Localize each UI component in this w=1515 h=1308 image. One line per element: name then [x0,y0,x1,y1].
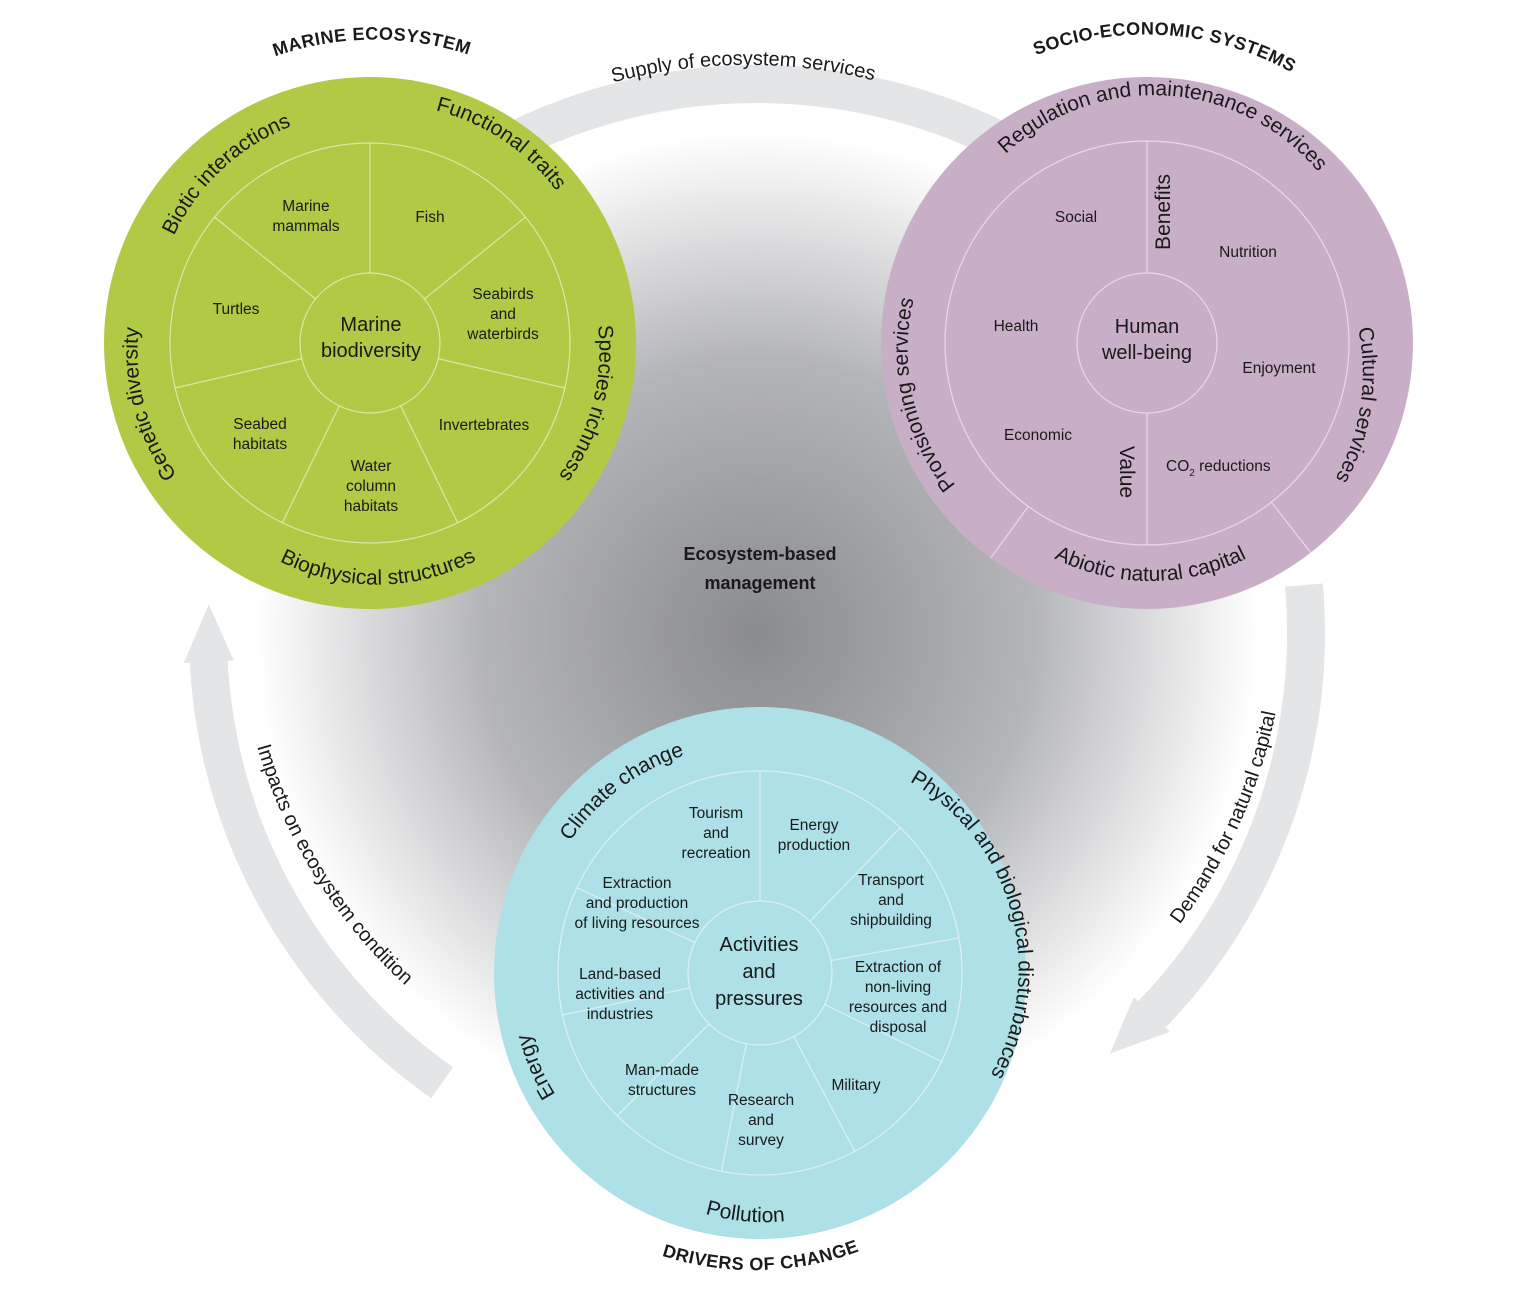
marine-center-line-1: Marine [340,314,401,336]
socio-center-line-2: well-being [1101,342,1192,364]
sector-manmade-2: structures [628,1082,696,1099]
sector-tourism-2: and [703,825,729,842]
drivers-divider-4 [793,1036,856,1152]
drivers-divider-5 [720,1043,747,1172]
sector-seabirds-2: and [490,306,516,323]
demand-arrow-band [1109,583,1325,1054]
marine-ecosystem-wheel: MARINE ECOSYSTEM Biotic interactions Fun… [104,24,636,609]
socio-center-line-1: Human [1115,316,1179,338]
sector-enjoyment: Enjoyment [1242,360,1316,377]
sector-marine-mammals-2: mammals [272,218,339,235]
drivers-divider-3 [824,1004,942,1063]
drivers-divider-6 [616,1023,710,1117]
sector-extraction-living-2: and production [586,895,689,912]
sector-water-column-3: habitats [344,498,399,515]
socio-heading: SOCIO-ECONOMIC SYSTEMS [1030,19,1299,77]
marine-divider-6 [214,216,316,300]
sector-social: Social [1055,209,1097,226]
marine-divider-1 [424,216,526,300]
sector-research-1: Research [728,1092,794,1109]
sector-seabed-2: habitats [233,436,288,453]
sector-tourism-1: Tourism [689,805,743,822]
drivers-divider-7 [562,987,690,1016]
impacts-arrow-band [183,604,454,1099]
sector-extraction-living-3: of living resources [575,915,700,932]
sector-extraction-nonliving-3: resources and [849,999,947,1016]
sector-seabirds-3: waterbirds [466,326,539,343]
arrow-bands [183,65,1325,1099]
sector-extraction-nonliving-1: Extraction of [855,959,942,976]
sector-co2-reductions: CO2 reductions [1166,458,1271,479]
sector-research-3: survey [738,1132,784,1149]
sector-extraction-nonliving-4: disposal [870,1019,927,1036]
sector-landbased-2: activities and [575,986,665,1003]
sector-water-column-1: Water [351,458,392,475]
marine-divider-5 [174,358,302,389]
sector-tourism-3: recreation [682,845,751,862]
drivers-divider-8 [576,887,695,944]
sector-fish: Fish [415,209,444,226]
sector-transport-1: Transport [858,872,924,889]
sector-energy-production-2: production [778,837,850,854]
socio-disc [881,77,1413,609]
sector-water-column-2: column [346,478,396,495]
socio-ring-divider-right [1270,501,1312,553]
divider-label-value: Value [1115,446,1138,498]
sector-health: Health [994,318,1039,335]
drivers-of-change-wheel: DRIVERS OF CHANGE Climate change Physica… [494,707,1037,1274]
sector-landbased-1: Land-based [579,966,661,983]
drivers-center-line-2: and [742,961,775,983]
marine-divider-3 [400,405,459,524]
marine-heading: MARINE ECOSYSTEM [270,24,473,61]
socio-ring-divider-left [990,506,1029,559]
sector-invertebrates: Invertebrates [439,417,530,434]
sector-landbased-3: industries [587,1006,654,1023]
center-title-line-2: management [704,573,815,593]
sector-seabirds-1: Seabirds [472,286,533,303]
sector-transport-2: and [878,892,904,909]
drivers-center-line-3: pressures [715,988,803,1010]
sector-energy-production-1: Energy [789,817,838,834]
sector-turtles: Turtles [213,301,260,318]
sector-extraction-nonliving-2: non-living [865,979,931,996]
sector-seabed-1: Seabed [233,416,286,433]
drivers-center-line-1: Activities [720,934,799,956]
marine-divider-2 [438,358,566,389]
divider-label-benefits: Benefits [1152,174,1175,250]
sector-military: Military [831,1077,880,1094]
marine-disc [104,77,636,609]
sector-manmade-1: Man-made [625,1062,699,1079]
center-title-line-1: Ecosystem-based [683,544,836,564]
drivers-heading: DRIVERS OF CHANGE [661,1236,861,1274]
drivers-divider-1 [809,827,901,922]
marine-center-line-2: biodiversity [321,340,421,362]
supply-arrow-band [490,65,1048,168]
sector-nutrition: Nutrition [1219,244,1277,261]
sector-transport-3: shipbuilding [850,912,932,929]
sector-extraction-living-1: Extraction [603,875,672,892]
sector-marine-mammals-1: Marine [282,198,329,215]
marine-divider-4 [281,405,340,524]
sector-economic: Economic [1004,427,1072,444]
sector-research-2: and [748,1112,774,1129]
drivers-divider-2 [830,937,960,962]
